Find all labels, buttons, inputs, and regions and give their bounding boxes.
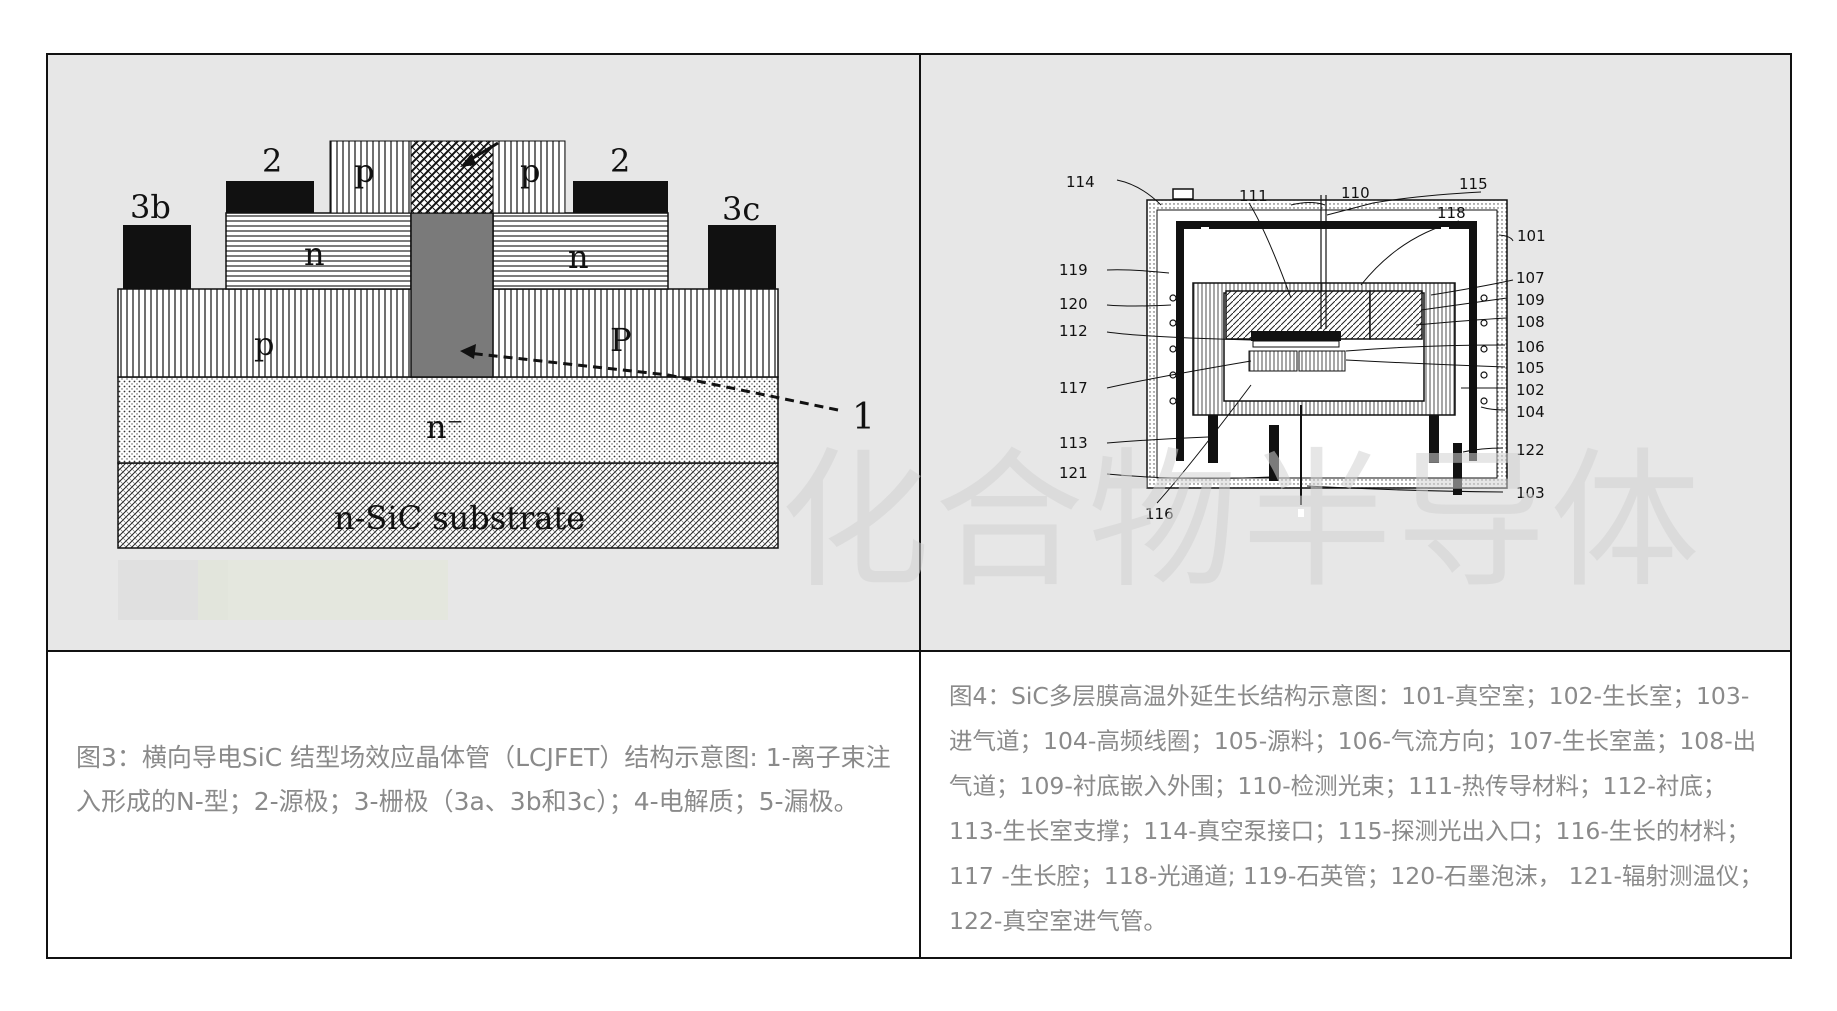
- label-substrate: n-SiC substrate: [334, 499, 585, 537]
- label-p-top-right: p: [520, 152, 540, 190]
- pump-port: [1172, 188, 1194, 200]
- label-n-left: n: [304, 235, 325, 273]
- label-112: 112: [1059, 322, 1088, 340]
- label-104: 104: [1516, 403, 1545, 421]
- label-102: 102: [1516, 381, 1545, 399]
- label-110: 110: [1341, 184, 1370, 202]
- pyrometer: [1269, 425, 1279, 481]
- gate-electrode-3b: [123, 225, 191, 289]
- chamber-support-left: [1208, 415, 1218, 463]
- label-117: 117: [1059, 379, 1088, 397]
- chamber-support-right: [1429, 415, 1439, 463]
- quartz-tube-right: [1469, 221, 1477, 461]
- source-material-left: [1248, 350, 1298, 372]
- label-p-mid-right: P: [610, 321, 632, 359]
- caption-cell-right: 图4：SiC多层膜高温外延生长结构示意图：101-真空室；102-生长室；103…: [921, 652, 1790, 957]
- lcjfet-diagram: 2 2 3b 3c p p n n p P n⁻ n-SiC substrate…: [117, 140, 875, 620]
- source-electrode-right: [573, 181, 668, 213]
- label-2-left: 2: [262, 142, 282, 180]
- label-n-right: n: [568, 238, 589, 276]
- vacuum-inlet-tube: [1453, 443, 1462, 495]
- label-120: 120: [1059, 295, 1088, 313]
- figure-3-caption: 图3：横向导电SiC 结型场效应晶体管（LCJFET）结构示意图: 1-离子束注…: [76, 743, 891, 816]
- substrate: [1251, 331, 1341, 341]
- label-106: 106: [1516, 338, 1545, 356]
- label-115: 115: [1459, 175, 1488, 193]
- watermark-shape: [198, 560, 448, 620]
- growth-chamber-diagram: 114 111 110 115 118 101 119 107 109 120 …: [1059, 173, 1546, 523]
- label-101: 101: [1517, 227, 1546, 245]
- label-105: 105: [1516, 359, 1545, 377]
- leader-lines: [1106, 179, 1514, 504]
- label-118: 118: [1437, 204, 1466, 222]
- label-3c: 3c: [722, 190, 760, 228]
- label-103: 103: [1516, 484, 1545, 502]
- gap: [1441, 227, 1449, 237]
- gate-electrode-3c: [708, 225, 776, 289]
- label-114: 114: [1066, 173, 1095, 191]
- substrate-layer: [117, 462, 779, 549]
- label-p-mid-left: p: [254, 325, 274, 363]
- label-107: 107: [1516, 269, 1545, 287]
- label-108: 108: [1516, 313, 1545, 331]
- label-109: 109: [1516, 291, 1545, 309]
- lcjfet-diagram-cell: 2 2 3b 3c p p n n p P n⁻ n-SiC substrate…: [48, 55, 921, 652]
- p-top-right: [492, 140, 566, 214]
- arrow-head: [460, 153, 476, 167]
- source-electrode-left: [226, 181, 314, 213]
- watermark-text: 化合物半导体: [780, 435, 1705, 609]
- label-119: 119: [1059, 261, 1088, 279]
- dashed-leader-1: [467, 351, 839, 412]
- source-material-right: [1298, 350, 1346, 372]
- label-2-right: 2: [610, 142, 630, 180]
- growth-chamber-lid-right: [1369, 290, 1423, 340]
- label-122: 122: [1516, 441, 1545, 459]
- label-116: 116: [1145, 505, 1174, 523]
- label-3b: 3b: [130, 188, 171, 226]
- label-1: 1: [852, 397, 875, 438]
- n-minus-layer: [117, 376, 779, 464]
- p-top-left: [329, 140, 412, 214]
- gap: [1201, 227, 1209, 237]
- figure-4-caption: 图4：SiC多层膜高温外延生长结构示意图：101-真空室；102-生长室；103…: [949, 682, 1763, 935]
- figure-table: 2 2 3b 3c p p n n p P n⁻ n-SiC substrate…: [46, 53, 1792, 959]
- implant-region: [410, 212, 494, 378]
- grown-material: [1252, 340, 1340, 348]
- label-p-top-left: p: [354, 152, 374, 190]
- quartz-tube-left: [1176, 221, 1184, 461]
- label-121: 121: [1059, 464, 1088, 482]
- growth-chamber-diagram-cell: 114 111 110 115 118 101 119 107 109 120 …: [921, 55, 1790, 652]
- caption-cell-left: 图3：横向导电SiC 结型场效应晶体管（LCJFET）结构示意图: 1-离子束注…: [48, 652, 921, 957]
- label-n-minus: n⁻: [426, 408, 464, 446]
- n-layer-right: [492, 212, 669, 290]
- label-111: 111: [1239, 187, 1268, 205]
- n-layer-left: [225, 212, 412, 290]
- gas-inlet-end: [1298, 509, 1304, 517]
- label-113: 113: [1059, 434, 1088, 452]
- arrow-head: [460, 344, 476, 359]
